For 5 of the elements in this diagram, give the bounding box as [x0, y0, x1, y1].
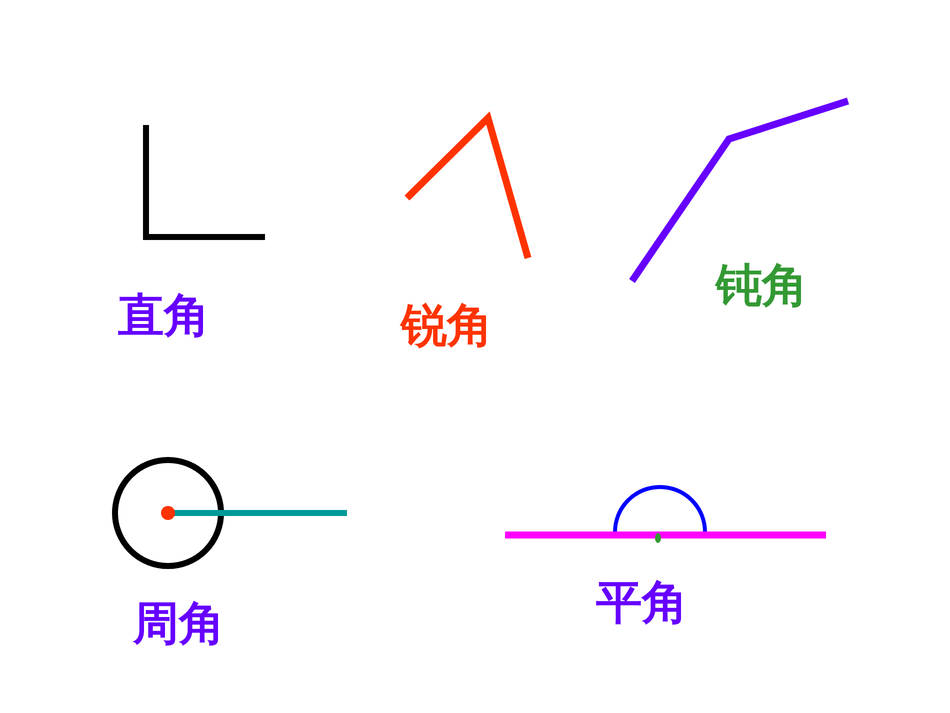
angle-name-label: 钝角	[716, 262, 808, 308]
angle-name-label: 平角	[596, 579, 688, 625]
angle-name-label: 直角	[118, 292, 210, 338]
angle-name-label: 锐角	[401, 302, 493, 348]
angle-name-label: 周角	[133, 600, 225, 646]
